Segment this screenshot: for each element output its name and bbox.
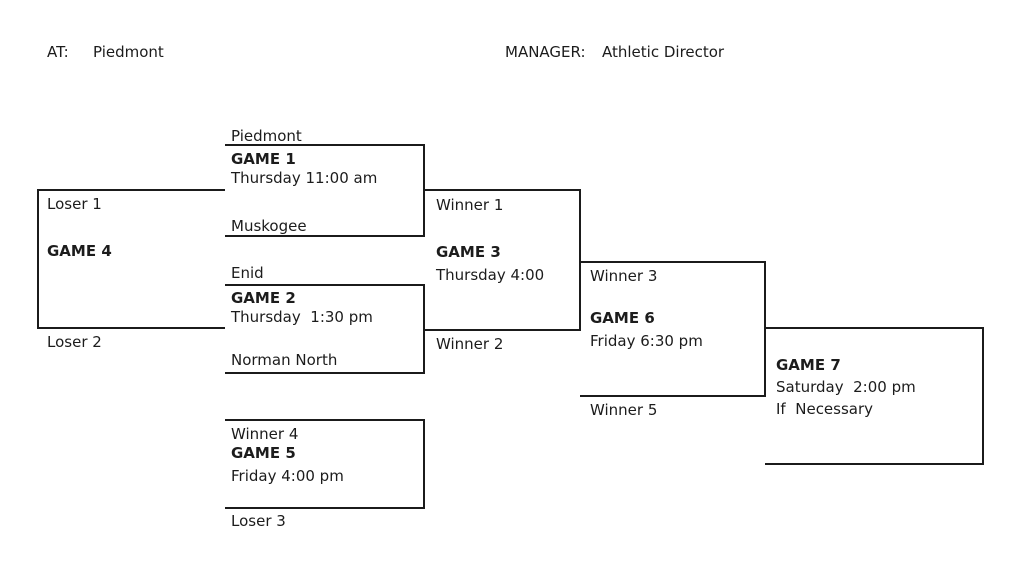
game3-schedule: Thursday 4:00 — [436, 266, 545, 284]
game3-box — [425, 189, 581, 331]
at-label: AT: — [47, 43, 69, 61]
manager-value: Athletic Director — [602, 43, 725, 61]
at-value: Piedmont — [93, 43, 164, 61]
game6-title: GAME 6 — [590, 309, 655, 327]
game4-bottom-slot: Loser 2 — [47, 333, 102, 351]
game4-top-slot: Loser 1 — [47, 195, 102, 213]
game2-schedule: Thursday 1:30 pm — [231, 308, 373, 326]
game3-bottom-slot: Winner 2 — [436, 335, 504, 353]
game1-bottom-team: Muskogee — [231, 217, 307, 235]
game6-top-slot: Winner 3 — [590, 267, 658, 285]
game4-box — [37, 189, 225, 329]
game7-schedule: Saturday 2:00 pm — [776, 378, 916, 396]
game2-box — [225, 284, 425, 374]
game5-title: GAME 5 — [231, 444, 296, 462]
game3-top-slot: Winner 1 — [436, 196, 504, 214]
game7-box — [765, 327, 984, 465]
game5-schedule: Friday 4:00 pm — [231, 467, 344, 485]
game2-title: GAME 2 — [231, 289, 296, 307]
game6-box — [580, 261, 766, 397]
game7-title: GAME 7 — [776, 356, 841, 374]
manager-label: MANAGER: — [505, 43, 586, 61]
game3-title: GAME 3 — [436, 243, 501, 261]
game4-title: GAME 4 — [47, 242, 112, 260]
game1-top-team: Piedmont — [231, 127, 302, 145]
game1-schedule: Thursday 11:00 am — [231, 169, 378, 187]
game1-box — [225, 144, 425, 237]
game1-title: GAME 1 — [231, 150, 296, 168]
game6-schedule: Friday 6:30 pm — [590, 332, 703, 350]
game2-bottom-team: Norman North — [231, 351, 338, 369]
game2-top-team: Enid — [231, 264, 264, 282]
game5-top-slot: Winner 4 — [231, 425, 299, 443]
game7-note: If Necessary — [776, 400, 874, 418]
game5-box — [225, 419, 425, 509]
game5-bottom-slot: Loser 3 — [231, 512, 286, 530]
game6-bottom-slot: Winner 5 — [590, 401, 658, 419]
